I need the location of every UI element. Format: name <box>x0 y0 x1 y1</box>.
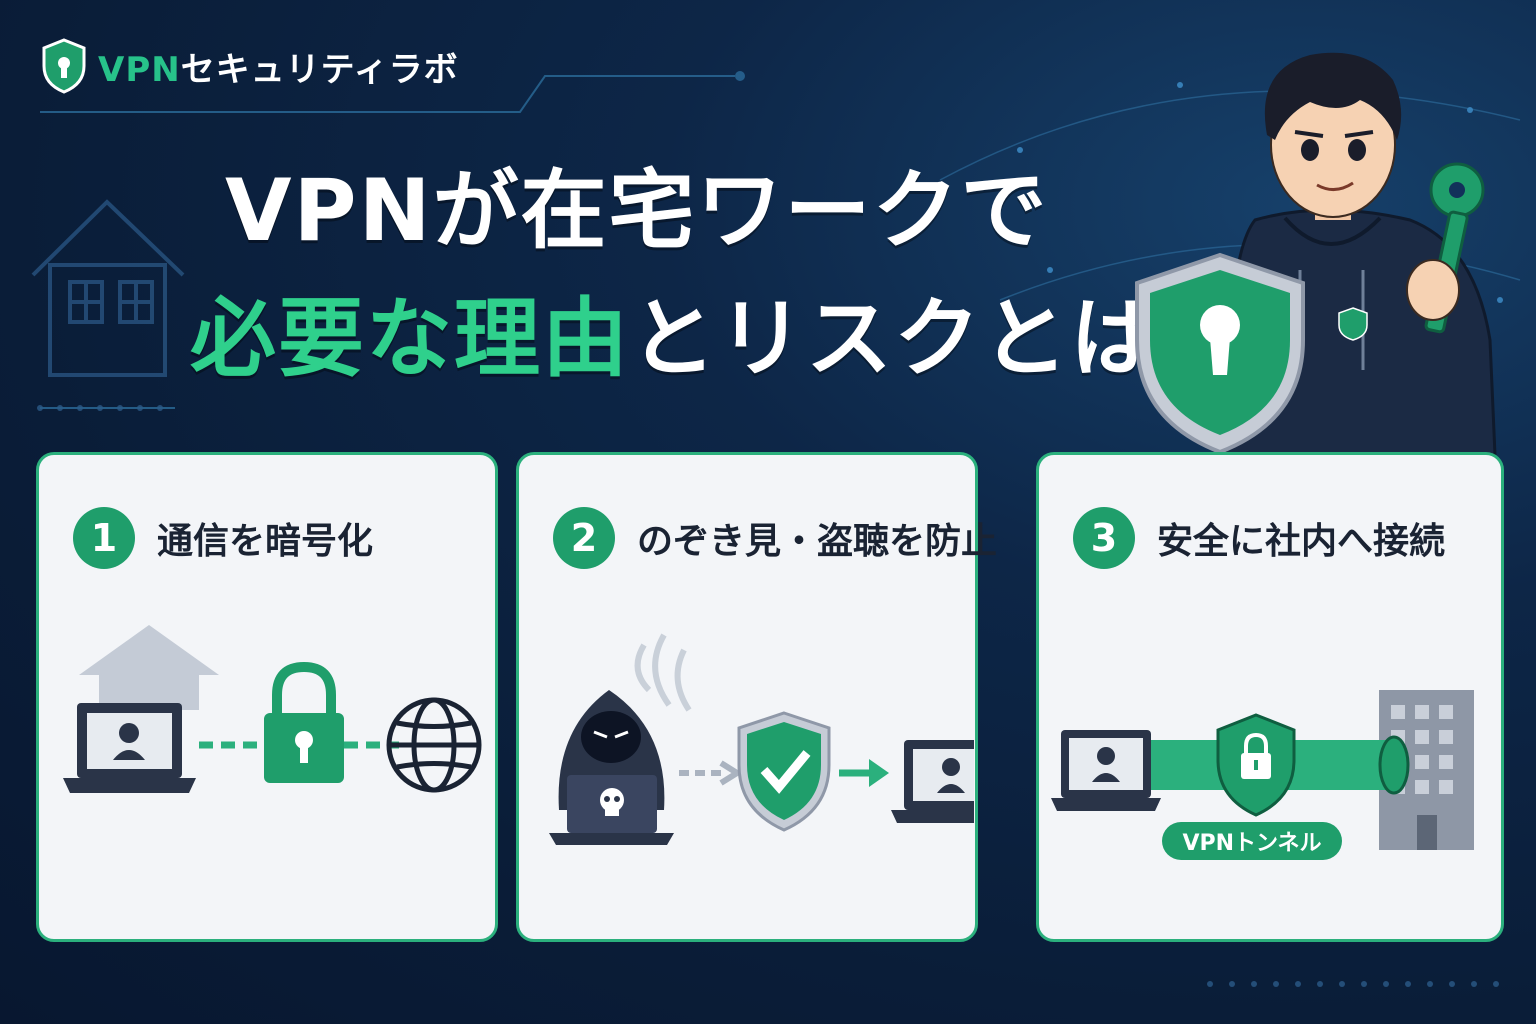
brand-name-suffix: セキュリティラボ <box>180 49 459 90</box>
shield-lock-icon <box>1135 252 1305 455</box>
headline-line1: VPNが在宅ワークで <box>225 161 1049 261</box>
shield-check-icon <box>737 711 831 832</box>
card-secure-connection: 3 安全に社内へ接続 <box>1036 452 1504 942</box>
shield-lock-icon <box>1216 713 1296 817</box>
shield-lock-icon <box>42 38 86 94</box>
card-title: 通信を暗号化 <box>157 521 374 562</box>
brand-name: VPNセキュリティラボ <box>98 42 459 91</box>
card-number: 1 <box>73 507 135 569</box>
brand-name-prefix: VPN <box>98 49 181 90</box>
house-icon <box>31 199 185 377</box>
card-number: 3 <box>1073 507 1135 569</box>
vpn-tunnel-illustration <box>1051 690 1474 850</box>
card-title: 安全に社内へ接続 <box>1157 521 1446 562</box>
vpn-tunnel-label: VPNトンネル <box>1162 822 1342 860</box>
headline-line2-white: とリスクとは <box>630 289 1158 389</box>
card-eavesdrop-prevention: 2 のぞき見・盗聴を防止 <box>516 452 997 942</box>
hacker-icon <box>549 690 674 845</box>
card-heading: 2 のぞき見・盗聴を防止 <box>553 507 997 569</box>
headline-line2-green: 必要な理由 <box>190 289 630 389</box>
encryption-illustration <box>63 625 482 793</box>
laptop-user-icon <box>1051 730 1161 811</box>
laptop-user-icon <box>891 740 974 823</box>
eavesdrop-illustration <box>549 633 974 845</box>
skull-icon <box>600 788 624 816</box>
character-illustration <box>1135 52 1497 455</box>
brand-logo: VPNセキュリティラボ <box>40 38 459 94</box>
card-title: のぞき見・盗聴を防止 <box>637 521 998 562</box>
padlock-icon <box>264 661 344 783</box>
headline-line2: 必要な理由とリスクとは <box>190 268 1156 393</box>
laptop-user-icon <box>63 703 196 793</box>
card-heading: 1 通信を暗号化 <box>73 507 373 569</box>
card-heading: 3 安全に社内へ接続 <box>1073 507 1445 569</box>
card-encryption: 1 通信を暗号化 <box>36 452 498 942</box>
card-number: 2 <box>553 507 615 569</box>
globe-icon <box>386 697 482 793</box>
